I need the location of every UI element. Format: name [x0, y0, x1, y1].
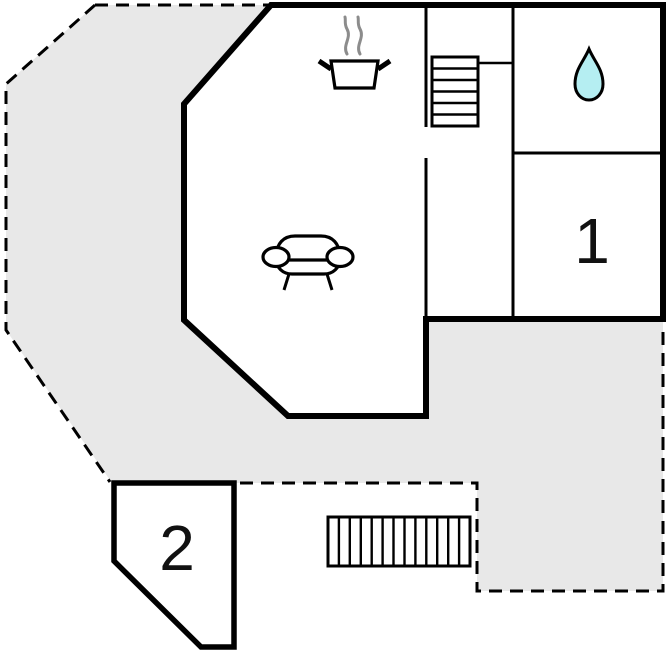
sofa-armrest — [325, 245, 355, 269]
sofa-armrest — [261, 245, 291, 269]
pot-body — [329, 59, 380, 90]
sofa-legs — [282, 273, 334, 291]
terrace-area — [6, 5, 663, 591]
pot-handles — [317, 58, 392, 72]
deck-stairs-icon — [326, 515, 472, 568]
room-2-label: 2 — [159, 512, 195, 584]
room-1-label: 1 — [574, 205, 610, 277]
house-outline — [181, 2, 666, 419]
cooking-pot-icon — [317, 15, 392, 90]
water-drop-icon — [573, 45, 605, 102]
interior-walls — [424, 8, 660, 317]
terrace-dashed-boundary — [4, 3, 665, 593]
staircase-icon — [430, 55, 513, 128]
sofa-icon — [261, 234, 355, 291]
steam-icon — [356, 15, 363, 56]
steam-icon — [343, 15, 350, 56]
room-2-outline — [111, 480, 237, 650]
